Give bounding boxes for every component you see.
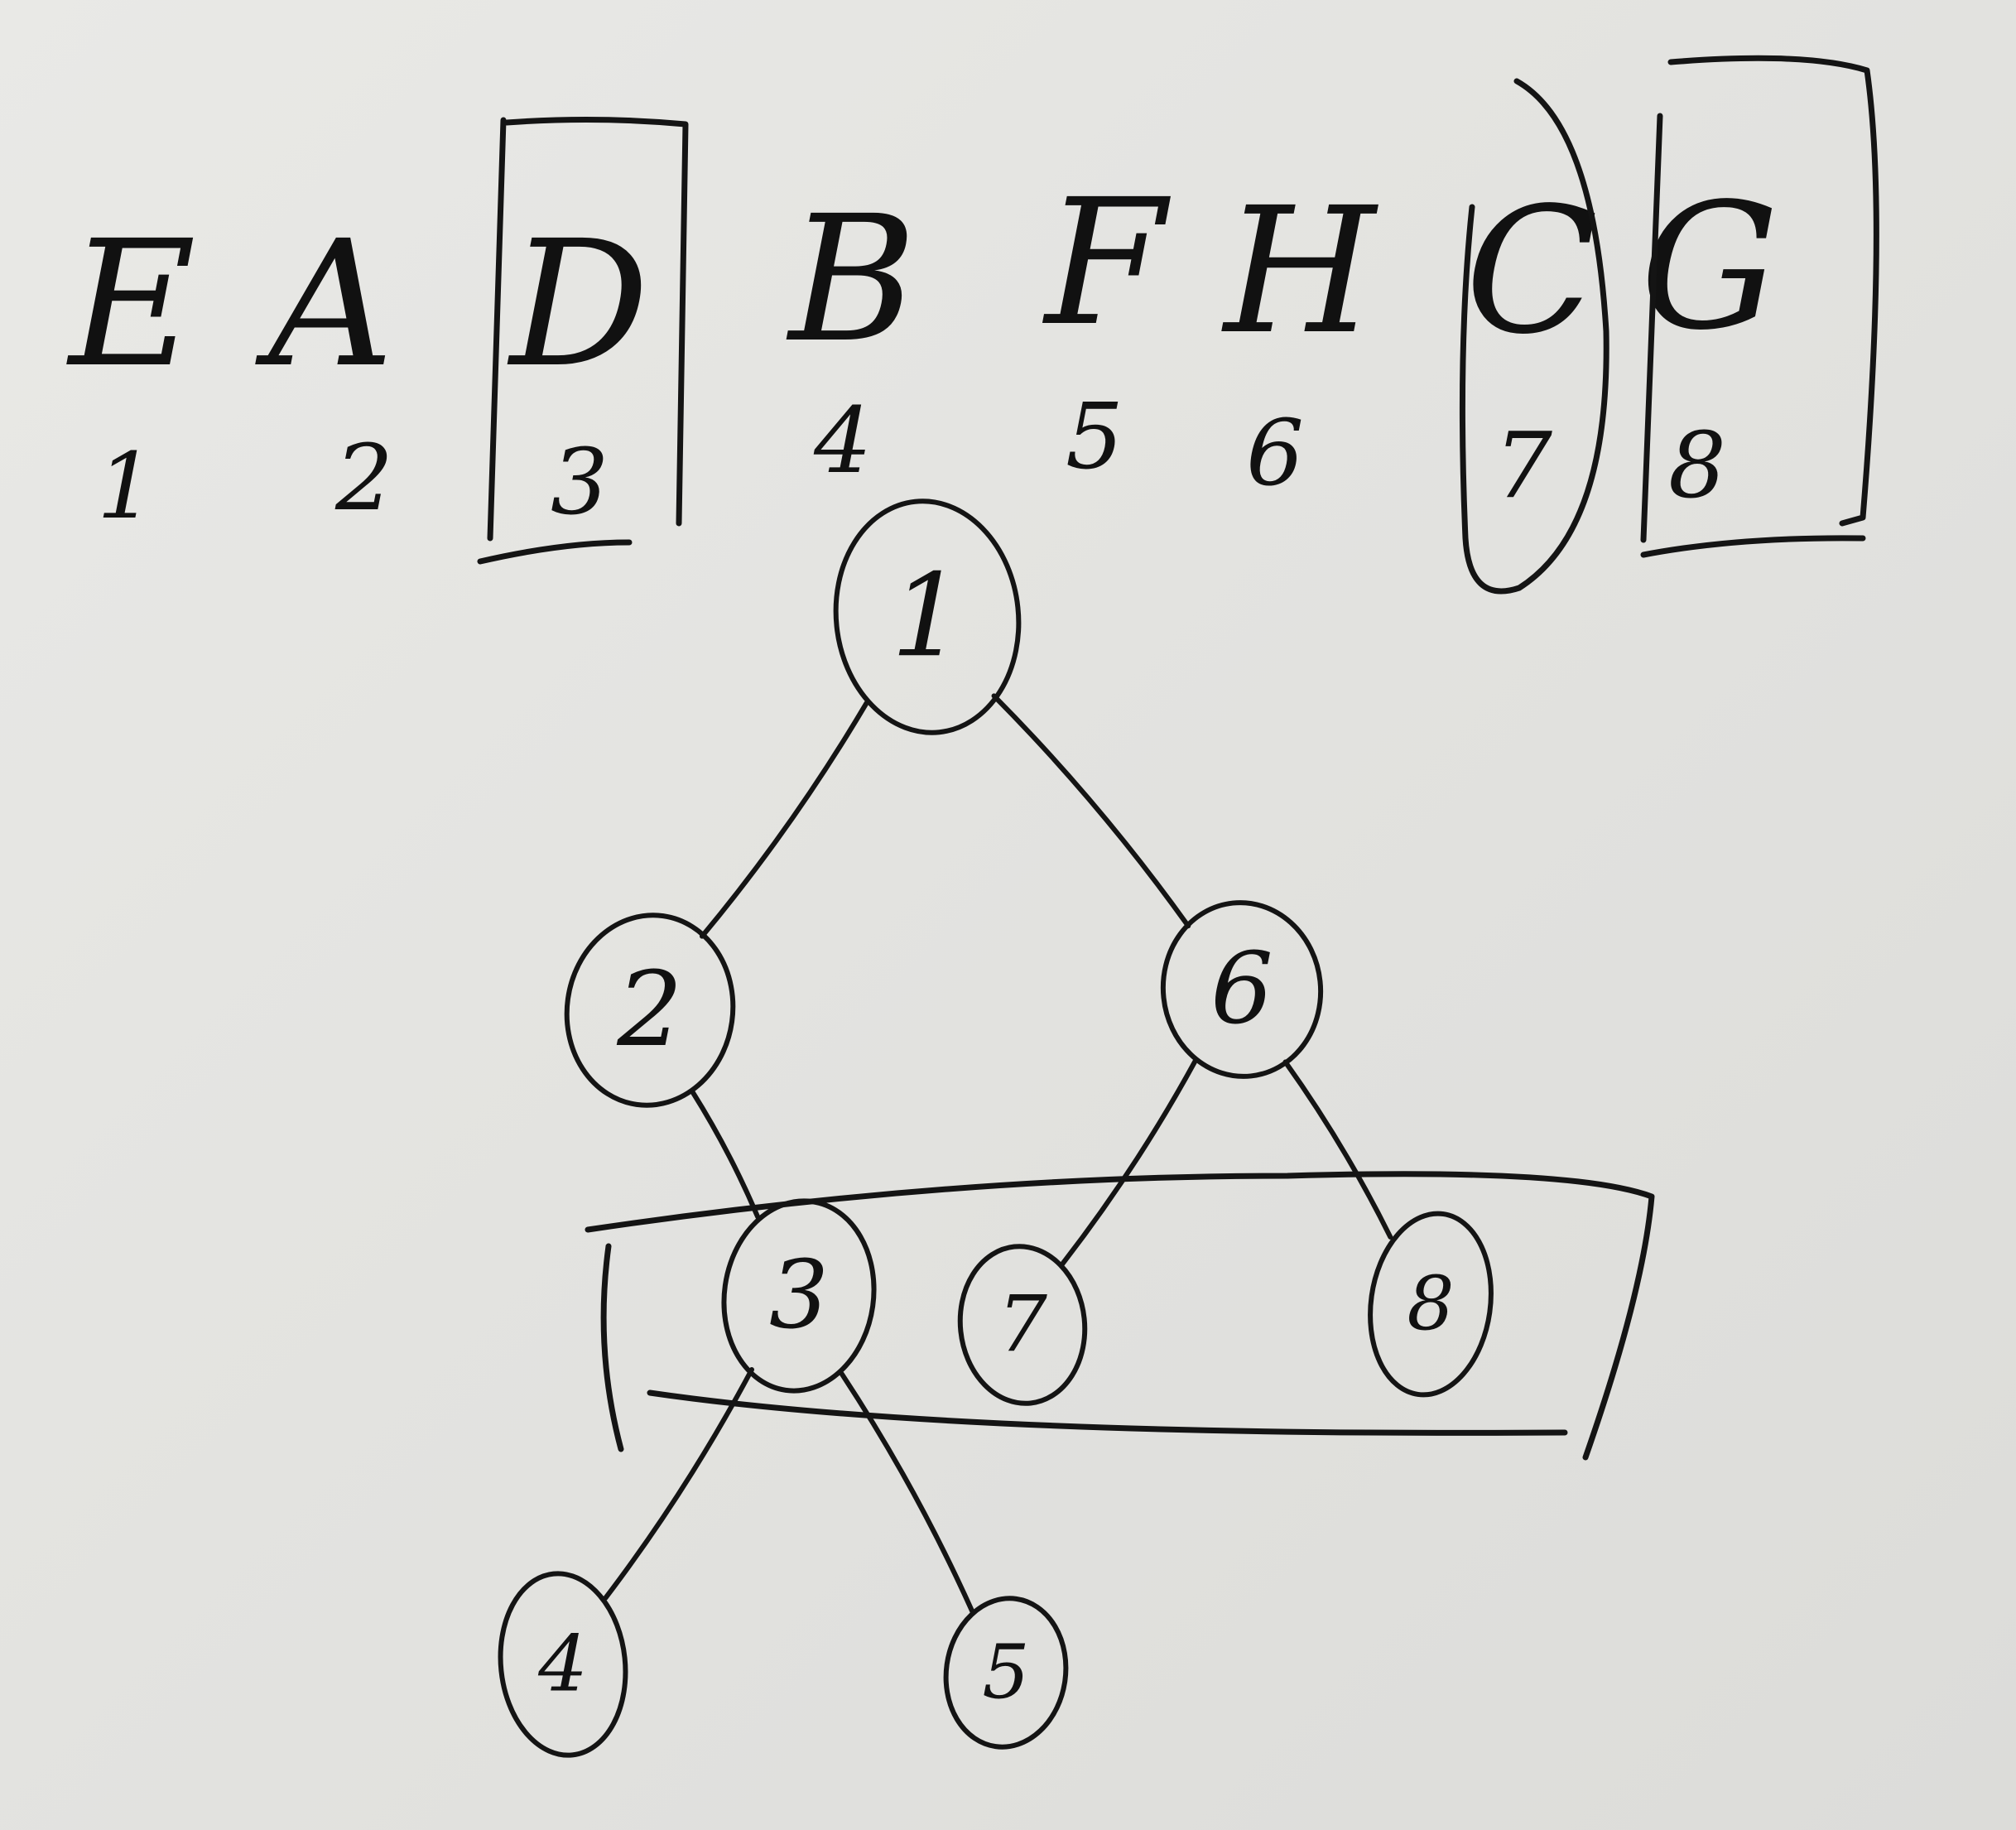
tree-edge-1-6 bbox=[991, 693, 1191, 929]
sequence-item-7: C 7 bbox=[1465, 170, 1599, 518]
sequence-marks bbox=[477, 55, 1879, 595]
tree-node-5: 5 bbox=[943, 1596, 1069, 1750]
sequence-item-6: H 6 bbox=[1220, 170, 1378, 506]
sequence-item-4: B 4 bbox=[786, 178, 917, 494]
sequence-letter: A bbox=[255, 203, 394, 406]
sequence-letter: G bbox=[1640, 166, 1779, 368]
group-highlight-box bbox=[585, 1171, 1655, 1461]
tree-edge-6-8 bbox=[1282, 1059, 1393, 1240]
sequence-item-2: A 2 bbox=[255, 203, 394, 531]
tree-edge-1-2 bbox=[699, 701, 869, 939]
oval-mark-c bbox=[1459, 78, 1609, 595]
node-label: 2 bbox=[616, 950, 683, 1070]
sequence-index: 5 bbox=[1066, 383, 1123, 489]
sequence-letter: E bbox=[65, 203, 195, 406]
sequence-letter: B bbox=[786, 178, 917, 381]
node-circle bbox=[1160, 900, 1324, 1079]
sequence-item-3: D 3 bbox=[507, 203, 649, 535]
tree-edge-2-3 bbox=[690, 1089, 761, 1220]
tree-node-7: 7 bbox=[957, 1244, 1088, 1406]
sequence-index: 6 bbox=[1246, 400, 1304, 506]
tree-node-2: 2 bbox=[564, 913, 736, 1108]
node-circle bbox=[1368, 1211, 1494, 1398]
sequence-index: 3 bbox=[551, 429, 609, 535]
sequence-index: 7 bbox=[1494, 412, 1552, 518]
sequence-index: 1 bbox=[97, 433, 155, 539]
tree-edge-3-5 bbox=[839, 1371, 975, 1614]
node-label: 5 bbox=[982, 1629, 1029, 1716]
sequence-index: 8 bbox=[1668, 412, 1726, 518]
sequence-item-5: F 5 bbox=[1042, 161, 1171, 489]
box-mark-g bbox=[1640, 55, 1879, 558]
box-mark-d bbox=[477, 116, 689, 565]
node-circle bbox=[957, 1244, 1088, 1406]
tree-node-6: 6 bbox=[1160, 900, 1324, 1079]
node-circle bbox=[564, 913, 736, 1108]
sequence-index: 4 bbox=[813, 388, 872, 494]
node-circle bbox=[943, 1596, 1069, 1750]
tree-node-3: 3 bbox=[721, 1198, 877, 1394]
sequence-letter: C bbox=[1465, 170, 1599, 373]
node-label: 6 bbox=[1210, 932, 1273, 1047]
tree-node-4: 4 bbox=[498, 1571, 628, 1758]
node-label: 7 bbox=[998, 1280, 1047, 1370]
node-label: 1 bbox=[891, 549, 964, 682]
sequence-item-8: G 8 bbox=[1640, 166, 1779, 518]
sequence-letter: F bbox=[1042, 161, 1171, 364]
node-label: 3 bbox=[769, 1240, 829, 1350]
node-circle bbox=[833, 498, 1022, 735]
tree-node-1: 1 bbox=[833, 498, 1022, 735]
node-circle bbox=[498, 1571, 628, 1758]
sequence-row: E 1 A 2 D 3 B 4 F 5 H 6 C 7 G 8 bbox=[65, 161, 1779, 539]
node-label: 4 bbox=[537, 1620, 588, 1710]
tree-edges bbox=[603, 693, 1393, 1614]
node-label: 8 bbox=[1407, 1260, 1454, 1347]
sequence-letter: D bbox=[507, 203, 649, 406]
tree-nodes: 1 2 6 3 7 8 4 5 bbox=[498, 498, 1494, 1758]
node-circle bbox=[721, 1198, 877, 1394]
sequence-letter: H bbox=[1220, 170, 1378, 373]
tree-edge-6-7 bbox=[1059, 1057, 1199, 1267]
sequence-index: 2 bbox=[334, 425, 393, 531]
sequence-item-1: E 1 bbox=[65, 203, 195, 539]
tree-node-8: 8 bbox=[1368, 1211, 1494, 1398]
